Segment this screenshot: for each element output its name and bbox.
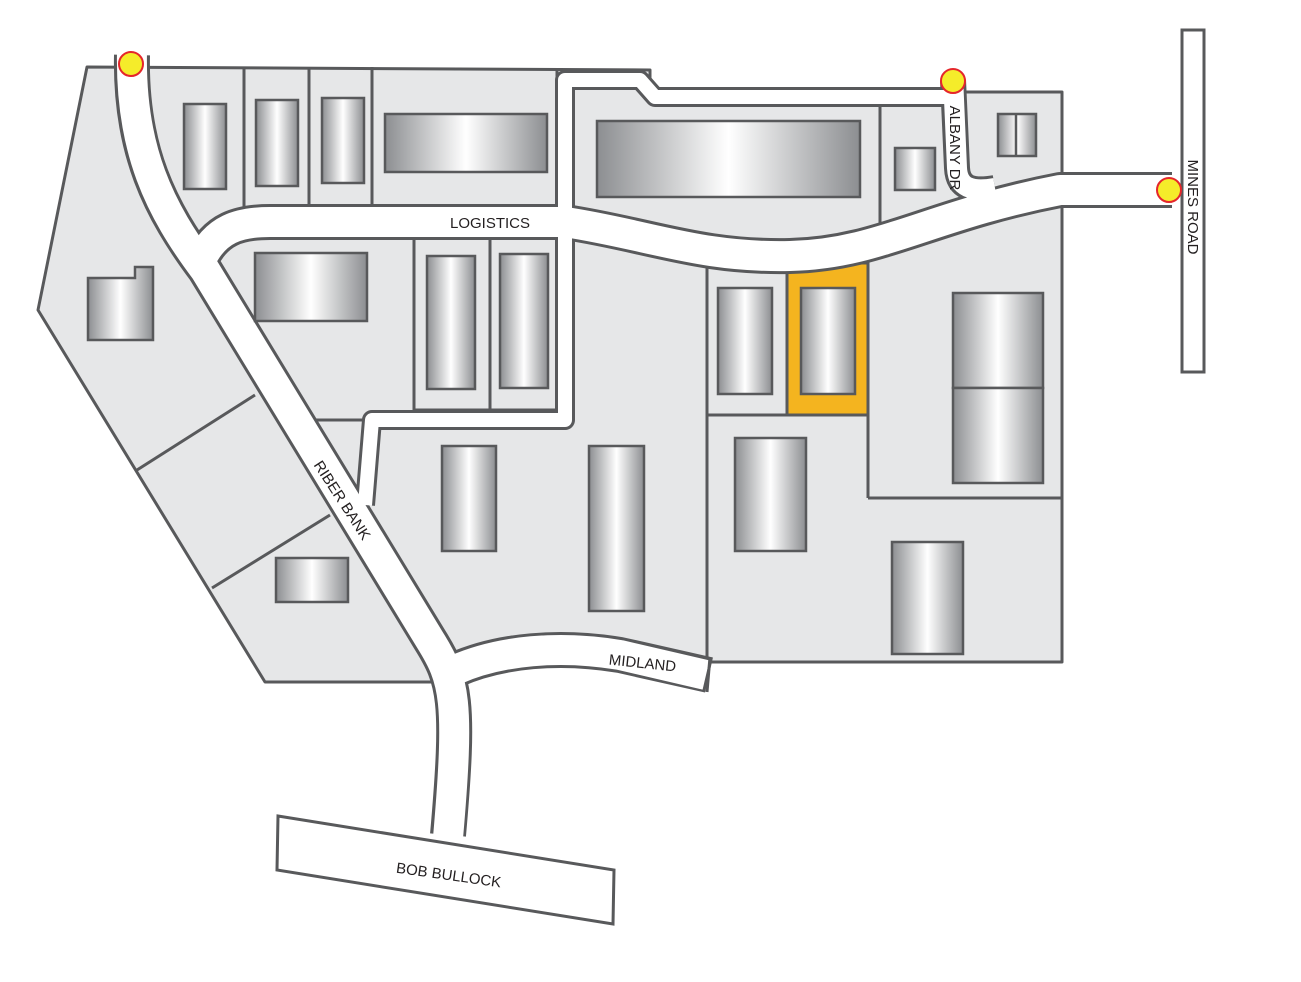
building[interactable]: [274, 556, 350, 604]
building[interactable]: [182, 102, 228, 191]
mines-road: [1180, 28, 1206, 374]
building[interactable]: [890, 540, 965, 656]
building[interactable]: [253, 251, 369, 323]
building[interactable]: [440, 444, 498, 553]
building[interactable]: [951, 386, 1045, 485]
building[interactable]: [425, 254, 477, 391]
bob-bullock-road: [275, 814, 616, 926]
building[interactable]: [86, 265, 155, 342]
highlighted-building[interactable]: [799, 286, 857, 396]
street-label-midland: MIDLAND: [608, 652, 677, 676]
building[interactable]: [254, 98, 300, 188]
entrance-marker-icon[interactable]: [1156, 177, 1182, 203]
street-label-logistics: LOGISTICS: [450, 215, 530, 232]
street-label-albany-dr: ALBANY DR: [946, 106, 963, 191]
street-label-mines-road: MINES ROAD: [1184, 159, 1201, 254]
building[interactable]: [951, 291, 1045, 390]
building[interactable]: [320, 96, 366, 185]
entrance-marker-icon[interactable]: [118, 51, 144, 77]
building[interactable]: [893, 146, 937, 192]
roads: [113, 28, 1206, 926]
buildings: [86, 96, 1045, 656]
building[interactable]: [587, 444, 646, 613]
building[interactable]: [383, 112, 549, 174]
building[interactable]: [716, 286, 774, 396]
building[interactable]: [498, 252, 550, 390]
building[interactable]: [595, 119, 862, 199]
building[interactable]: [733, 436, 808, 553]
entrance-marker-icon[interactable]: [940, 68, 966, 94]
